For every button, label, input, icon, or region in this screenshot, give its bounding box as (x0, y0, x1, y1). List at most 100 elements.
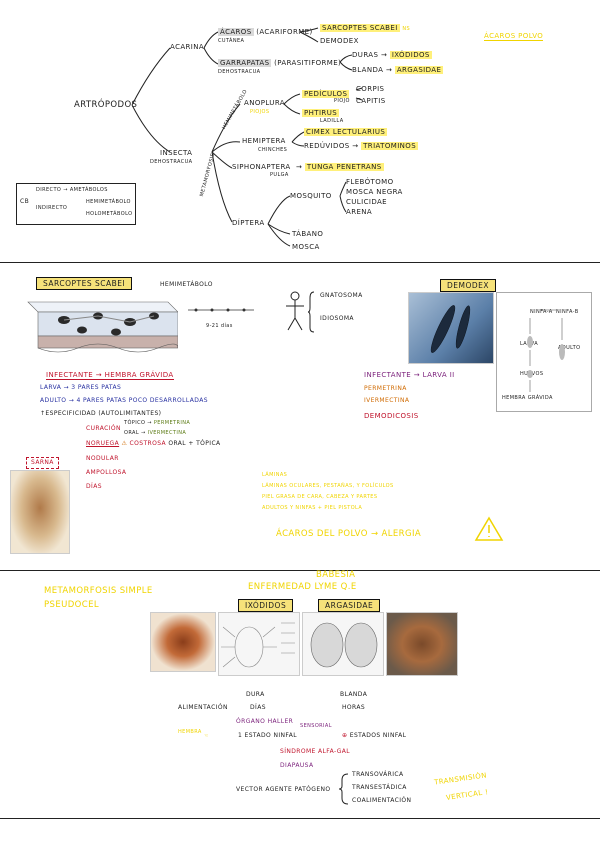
section-divider-3 (0, 818, 600, 819)
vector-agente: VECTOR AGENTE PATÓGENO (236, 786, 331, 793)
node-hemiptera: HEMIPTERA (242, 137, 286, 145)
type-costrosa: COSTROSA (129, 440, 167, 447)
node-demodex: DEMODEX (320, 37, 359, 45)
transovarica: TRANSOVÁRICA (352, 771, 404, 778)
sarcoptes-especificidad: ↑ESPECIFICIDAD (AUTOLIMITANTES) (40, 410, 162, 417)
box-cb: CB (20, 198, 30, 205)
box-hemi: HEMIMETÁBOLO (86, 199, 131, 205)
cur-ivermectina: IVERMECTINA (147, 430, 187, 436)
coalimentacion: COALIMENTACIÓN (352, 797, 412, 804)
val-dias: DÍAS (250, 704, 266, 711)
sarcoptes-adulto: ADULTO → 4 PARES PATAS POCO DESARROLLADA… (40, 397, 208, 404)
node-ladilla: LADILLA (320, 118, 344, 124)
hembra-note: HEMBRA (178, 729, 202, 735)
node-cimex: CIMEX LECTULARIUS (304, 128, 388, 136)
pseudocel: PSEUDOCEL (44, 600, 99, 610)
dm-ninfa-a: NINFA-A (530, 309, 553, 315)
node-garrapatas: GARRAPATAS (218, 59, 272, 67)
dm-hembra: HEMBRA GRÁVIDA (502, 395, 553, 401)
type-nodular: NODULAR (86, 455, 119, 462)
box-holo: HOLOMETÁBOLO (86, 211, 133, 217)
node-insecta-note: DEHOSTRACUA (150, 159, 193, 165)
sarcoptes-days: 9-21 días (206, 323, 233, 329)
node-sarcoptes: SARCOPTES SCABEI (320, 24, 400, 32)
node-anoplura: ANOPLURA (244, 99, 285, 107)
argas-photo (386, 612, 458, 676)
faint-note-2: LÁMINAS OCULARES, PESTAÑAS, Y FOLÍCULOS (262, 483, 394, 489)
sarcoptes-hemimetabolo: HEMIMETÁBOLO (160, 281, 213, 288)
node-pulga: PULGA (270, 172, 289, 178)
node-culicidae: CULICIDAE (346, 198, 388, 206)
col-dura: DURA (246, 691, 265, 698)
node-cutanea: CUTÁNEA (218, 38, 245, 44)
dm-cycle-arrows (527, 309, 565, 392)
argas-drawing (302, 612, 384, 676)
sarna-badge: SARNA (26, 457, 59, 469)
type-oral-topica: ORAL + TÓPICA (168, 440, 221, 447)
faint-note-3: PIEL GRASA DE CARA, CABEZA Y PARTES (262, 494, 378, 500)
node-acarina: ACARINA (170, 43, 205, 51)
dura-estado: 1 ESTADO NINFAL (238, 732, 297, 739)
node-phtirus: PHTIRUS (302, 109, 340, 117)
node-corpis: CORPIS (356, 85, 385, 93)
faint-note-4: ADULTOS Y NINFAS + PIEL PISTOLA (262, 505, 363, 511)
node-insecta: INSECTA (160, 149, 193, 157)
sarcoptes-curacion: CURACIÓN (86, 425, 121, 432)
node-anoplura-note: PIOJOS (250, 109, 270, 115)
transmission-box (16, 183, 136, 225)
node-flebotomo: FLEBÓTOMO (346, 178, 394, 186)
node-piojo: PIOJO (334, 98, 350, 104)
node-tabano: TÁBANO (292, 230, 324, 238)
node-mosca: MOSCA (292, 243, 320, 251)
burrow-diagram (27, 301, 178, 353)
section-divider-2 (0, 570, 600, 571)
node-blanda: BLANDA (352, 66, 384, 74)
blanda-estados: ESTADOS NINFAL (349, 732, 407, 739)
sarcoptes-larva: LARVA → 3 PARES PATAS (40, 384, 122, 391)
ixodes-drawing (218, 612, 300, 676)
demodex-title: DEMODEX (440, 279, 497, 292)
demodex-micrograph (408, 292, 494, 364)
label-idiosoma: IDIOSOMA (320, 315, 354, 322)
box-directo: DIRECTO (36, 187, 62, 193)
hand-icon: ☜ (204, 733, 209, 739)
sarcoptes-title: SARCOPTES SCABEI (36, 277, 133, 290)
node-acaros: ÁCAROS (218, 28, 254, 36)
warning-icon (474, 516, 504, 541)
node-reduvidos: REDÚVIDOS (304, 142, 350, 150)
node-chinches: CHINCHES (258, 147, 288, 153)
argasidae-title: ARGASIDAE (318, 599, 381, 612)
metamorfosis-simple: METAMORFOSIS SIMPLE (44, 586, 153, 596)
vector-brace (338, 773, 349, 805)
sarcoptes-infectante: INFECTANTE → HEMBRA GRÁVIDA (46, 371, 174, 380)
demodex-infectante: INFECTANTE → LARVA II (364, 371, 455, 379)
section-divider-1 (0, 262, 600, 263)
cur-permetrina: PERMETRINA (153, 420, 191, 426)
demodex-permetrina: PERMETRINA (364, 385, 407, 392)
transestadica: TRANSESTÁDICA (352, 784, 407, 791)
organo-note: SENSORIAL (300, 723, 332, 729)
enfermedad-lyme: ENFERMEDAD LYME Q.E (248, 582, 357, 592)
demodex-cycle-diagram (496, 292, 592, 412)
node-mosquito: MOSQUITO (290, 192, 332, 200)
node-diptera: DÍPTERA (232, 219, 265, 227)
stick-figure-icon (286, 291, 304, 331)
node-tunga: TUNGA PENETRANS (304, 163, 384, 171)
label-gnatosoma: GNATOSOMA (320, 292, 363, 299)
cur-topico: TÓPICO (124, 420, 146, 426)
dm-ninfa-b: NINFA-B (556, 309, 579, 315)
acaros-polvo-alergia: ÁCAROS DEL POLVO → ALERGIA (276, 529, 422, 539)
col-blanda: BLANDA (340, 691, 368, 698)
mindmap-root: ARTRÓPODOS (74, 100, 138, 110)
organo-haller: ÓRGANO HALLER (236, 718, 294, 725)
tag-ns: NS (402, 26, 411, 32)
brace-icon (308, 291, 315, 333)
node-pediculus: PEDÍCULOS (302, 90, 350, 98)
row-alimentacion: ALIMENTACIÓN (178, 704, 228, 711)
node-capitis: CAPITIS (356, 97, 386, 105)
type-dias: DÍAS (86, 483, 102, 490)
node-ixodidos: IXÓDIDOS (389, 51, 432, 59)
node-siphonaptera: SIPHONAPTERA (232, 163, 291, 171)
node-garrapatas-sub: (PARASITIFORME) (274, 59, 342, 67)
